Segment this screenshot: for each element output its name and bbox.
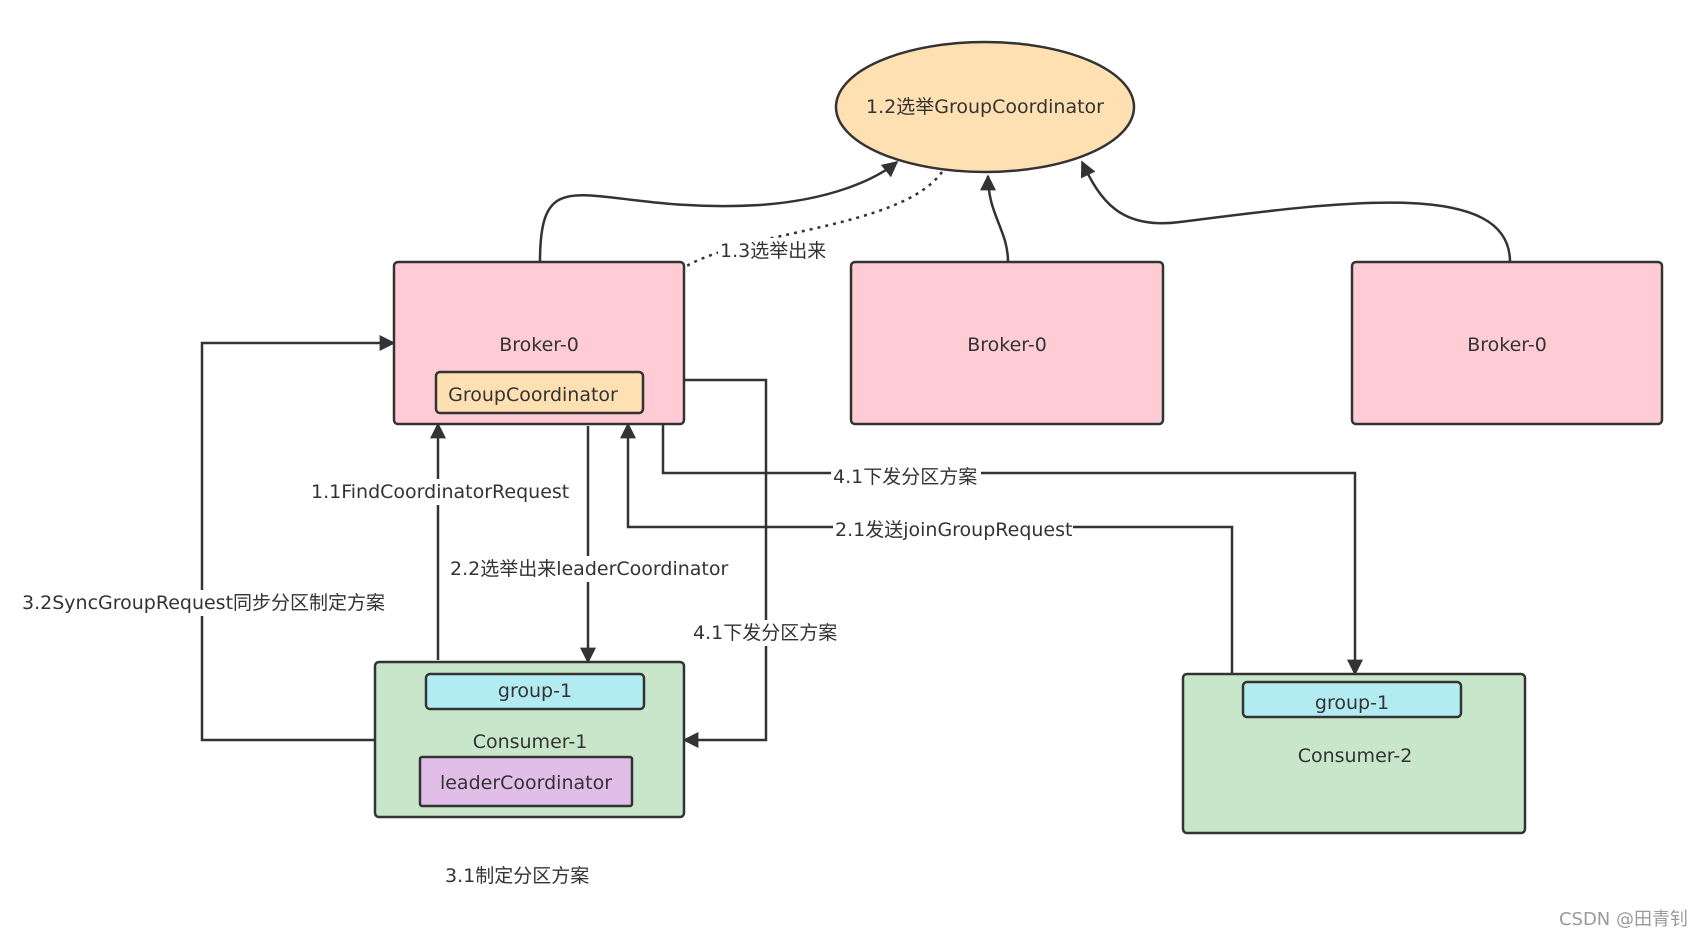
consumer-1-label: Consumer-1 [473,731,588,753]
group-1a-label: group-1 [498,680,572,702]
edge-broker-a-to-election [538,160,899,263]
broker-c-box[interactable] [1350,260,1664,426]
sync-group-label: 3.2SyncGroupRequest同步分区制定方案 [22,592,385,614]
group-1b-label: group-1 [1315,692,1389,714]
broker-b-label: Broker-0 [967,334,1047,356]
consumer-2-label: Consumer-2 [1298,745,1413,767]
distribute-2-label: 4.1下发分区方案 [833,466,977,488]
edge-labels: 1.3选举出来 1.1FindCoordinatorRequest 2.2选举出… [20,238,1073,887]
edge-distribute-consumer-2 [661,424,1363,676]
leader-coordinator-label: leaderCoordinator [440,772,612,794]
node-labels: 1.2选举GroupCoordinator Broker-0 Broker-0 … [440,96,1547,794]
elected-label: 1.3选举出来 [720,240,826,262]
nodes [373,40,1664,835]
election-ellipse[interactable] [834,40,1136,174]
broker-b-box[interactable] [849,260,1165,426]
edge-broker-c-to-election [1080,160,1512,263]
group-coordinator-box[interactable] [434,370,645,415]
distribute-1-label: 4.1下发分区方案 [693,622,837,644]
election-label: 1.2选举GroupCoordinator [866,96,1104,118]
group-coordinator-label: GroupCoordinator [448,384,618,406]
join-group-label: 2.1发送joinGroupRequest [835,519,1072,541]
edge-distribute-consumer-1 [682,378,768,748]
watermark: CSDN @田青钊 [1559,909,1688,930]
broker-c-label: Broker-0 [1467,334,1547,356]
find-coordinator-label: 1.1FindCoordinatorRequest [311,481,569,503]
connectors [200,160,1512,748]
edge-broker-b-to-election [980,174,1010,263]
leader-coordinator-box[interactable] [418,755,634,808]
edge-sync-group [200,335,396,742]
group-1b-box[interactable] [1241,680,1463,719]
elected-leader-label: 2.2选举出来leaderCoordinator [450,558,728,580]
broker-a-label: Broker-0 [499,334,579,356]
make-plan-note: 3.1制定分区方案 [445,865,589,887]
group-1a-box[interactable] [424,672,646,711]
